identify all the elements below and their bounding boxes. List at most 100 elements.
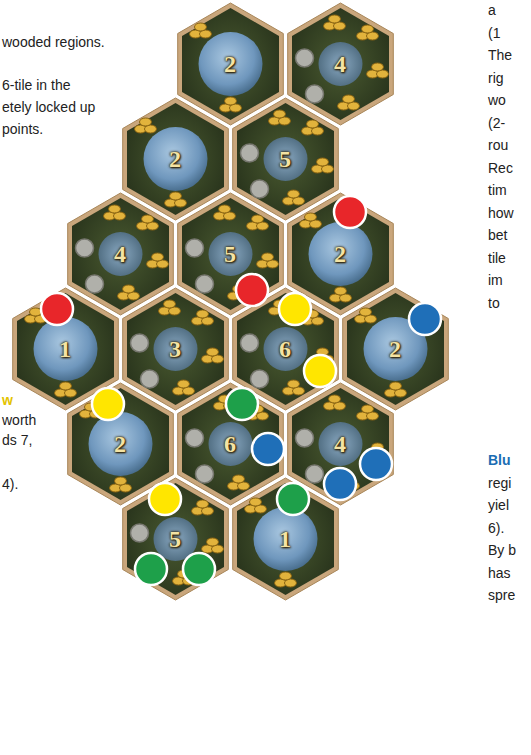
wood-pile: [24, 308, 46, 323]
forest-ground: [72, 388, 169, 500]
tile-border: [342, 288, 448, 410]
log: [316, 158, 328, 166]
log: [218, 205, 230, 213]
log: [279, 572, 291, 580]
wood-pile: [301, 120, 323, 135]
text-fragment: ds 7,: [2, 432, 32, 449]
pond: [198, 32, 262, 96]
stone: [195, 275, 213, 293]
tile-border: [122, 288, 228, 410]
tile-border: [287, 383, 393, 505]
pond: [33, 317, 97, 381]
tile-border: [67, 383, 173, 505]
log: [273, 110, 285, 118]
text-fragment: 6).: [488, 520, 504, 537]
hex-tile: 3: [122, 287, 229, 411]
log: [287, 380, 299, 388]
forest-ground: [72, 198, 169, 310]
forest-ground: [237, 293, 334, 405]
log: [359, 308, 371, 316]
hex-tile: 4: [287, 2, 394, 126]
text-fragment: worth: [2, 412, 36, 429]
wood-pile: [274, 572, 296, 587]
text-fragment: bet: [488, 227, 507, 244]
wood-pile: [136, 215, 158, 230]
log: [316, 348, 328, 356]
forest-ground: [182, 388, 279, 500]
clearing: [263, 137, 307, 181]
stone: [250, 180, 268, 198]
wood-pile: [213, 205, 235, 220]
text-fragment: how: [488, 205, 514, 222]
pond: [143, 127, 207, 191]
text-fragment: wo: [488, 92, 506, 109]
wood-pile: [134, 118, 156, 133]
wood-pile: [256, 443, 278, 458]
tile-border: [177, 383, 283, 505]
log: [232, 285, 244, 293]
log: [163, 300, 175, 308]
wood-pile: [201, 538, 223, 553]
clearing: [318, 42, 362, 86]
clearing: [208, 422, 252, 466]
text-fragment: tim: [488, 182, 507, 199]
log: [249, 498, 261, 506]
log: [84, 403, 96, 411]
tile-border: [12, 288, 118, 410]
wood-pile: [356, 405, 378, 420]
wood-pile: [366, 443, 388, 458]
text-fragment: 6-tile in the: [2, 77, 70, 94]
wood-pile: [201, 348, 223, 363]
log: [151, 253, 163, 261]
tile-number: 6: [224, 432, 236, 456]
log: [342, 475, 354, 483]
hex-tile: 1: [232, 477, 339, 601]
log: [29, 308, 41, 316]
log: [141, 215, 153, 223]
log: [306, 310, 318, 318]
forest-ground: [182, 198, 279, 310]
hex-tile: 2: [287, 192, 394, 316]
log: [194, 23, 206, 31]
text-fragment: (1: [488, 25, 500, 42]
wood-pile: [299, 213, 321, 228]
wood-pile: [356, 25, 378, 40]
text-fragment: w: [2, 392, 13, 409]
wood-pile: [227, 285, 249, 300]
text-fragment: to: [488, 295, 500, 312]
tile-number: 5: [224, 242, 236, 266]
stone: [130, 334, 148, 352]
log: [306, 120, 318, 128]
log: [261, 253, 273, 261]
log: [177, 570, 189, 578]
wood-pile: [354, 308, 376, 323]
stone: [295, 429, 313, 447]
text-fragment: rig: [488, 70, 504, 87]
tile-number: 5: [279, 147, 291, 171]
pond: [308, 222, 372, 286]
tile-number: 2: [169, 147, 181, 171]
clearing: [318, 422, 362, 466]
wood-pile: [384, 382, 406, 397]
log: [232, 475, 244, 483]
text-fragment: wooded regions.: [2, 34, 105, 51]
text-fragment: By b: [488, 542, 516, 559]
pond: [88, 412, 152, 476]
tile-number: 2: [334, 242, 346, 266]
wood-pile: [337, 475, 359, 490]
stone: [185, 429, 203, 447]
log: [196, 500, 208, 508]
wood-pile: [268, 300, 290, 315]
stone: [295, 49, 313, 67]
hex-tile: 2: [342, 287, 449, 411]
text-fragment: yiel: [488, 497, 509, 514]
log: [108, 205, 120, 213]
wood-pile: [109, 477, 131, 492]
wood-pile: [158, 300, 180, 315]
tile-border: [177, 3, 283, 125]
log: [177, 380, 189, 388]
hex-tile: 5: [232, 97, 339, 221]
wood-pile: [164, 192, 186, 207]
wood-pile: [213, 395, 235, 410]
text-fragment: rou: [488, 137, 508, 154]
